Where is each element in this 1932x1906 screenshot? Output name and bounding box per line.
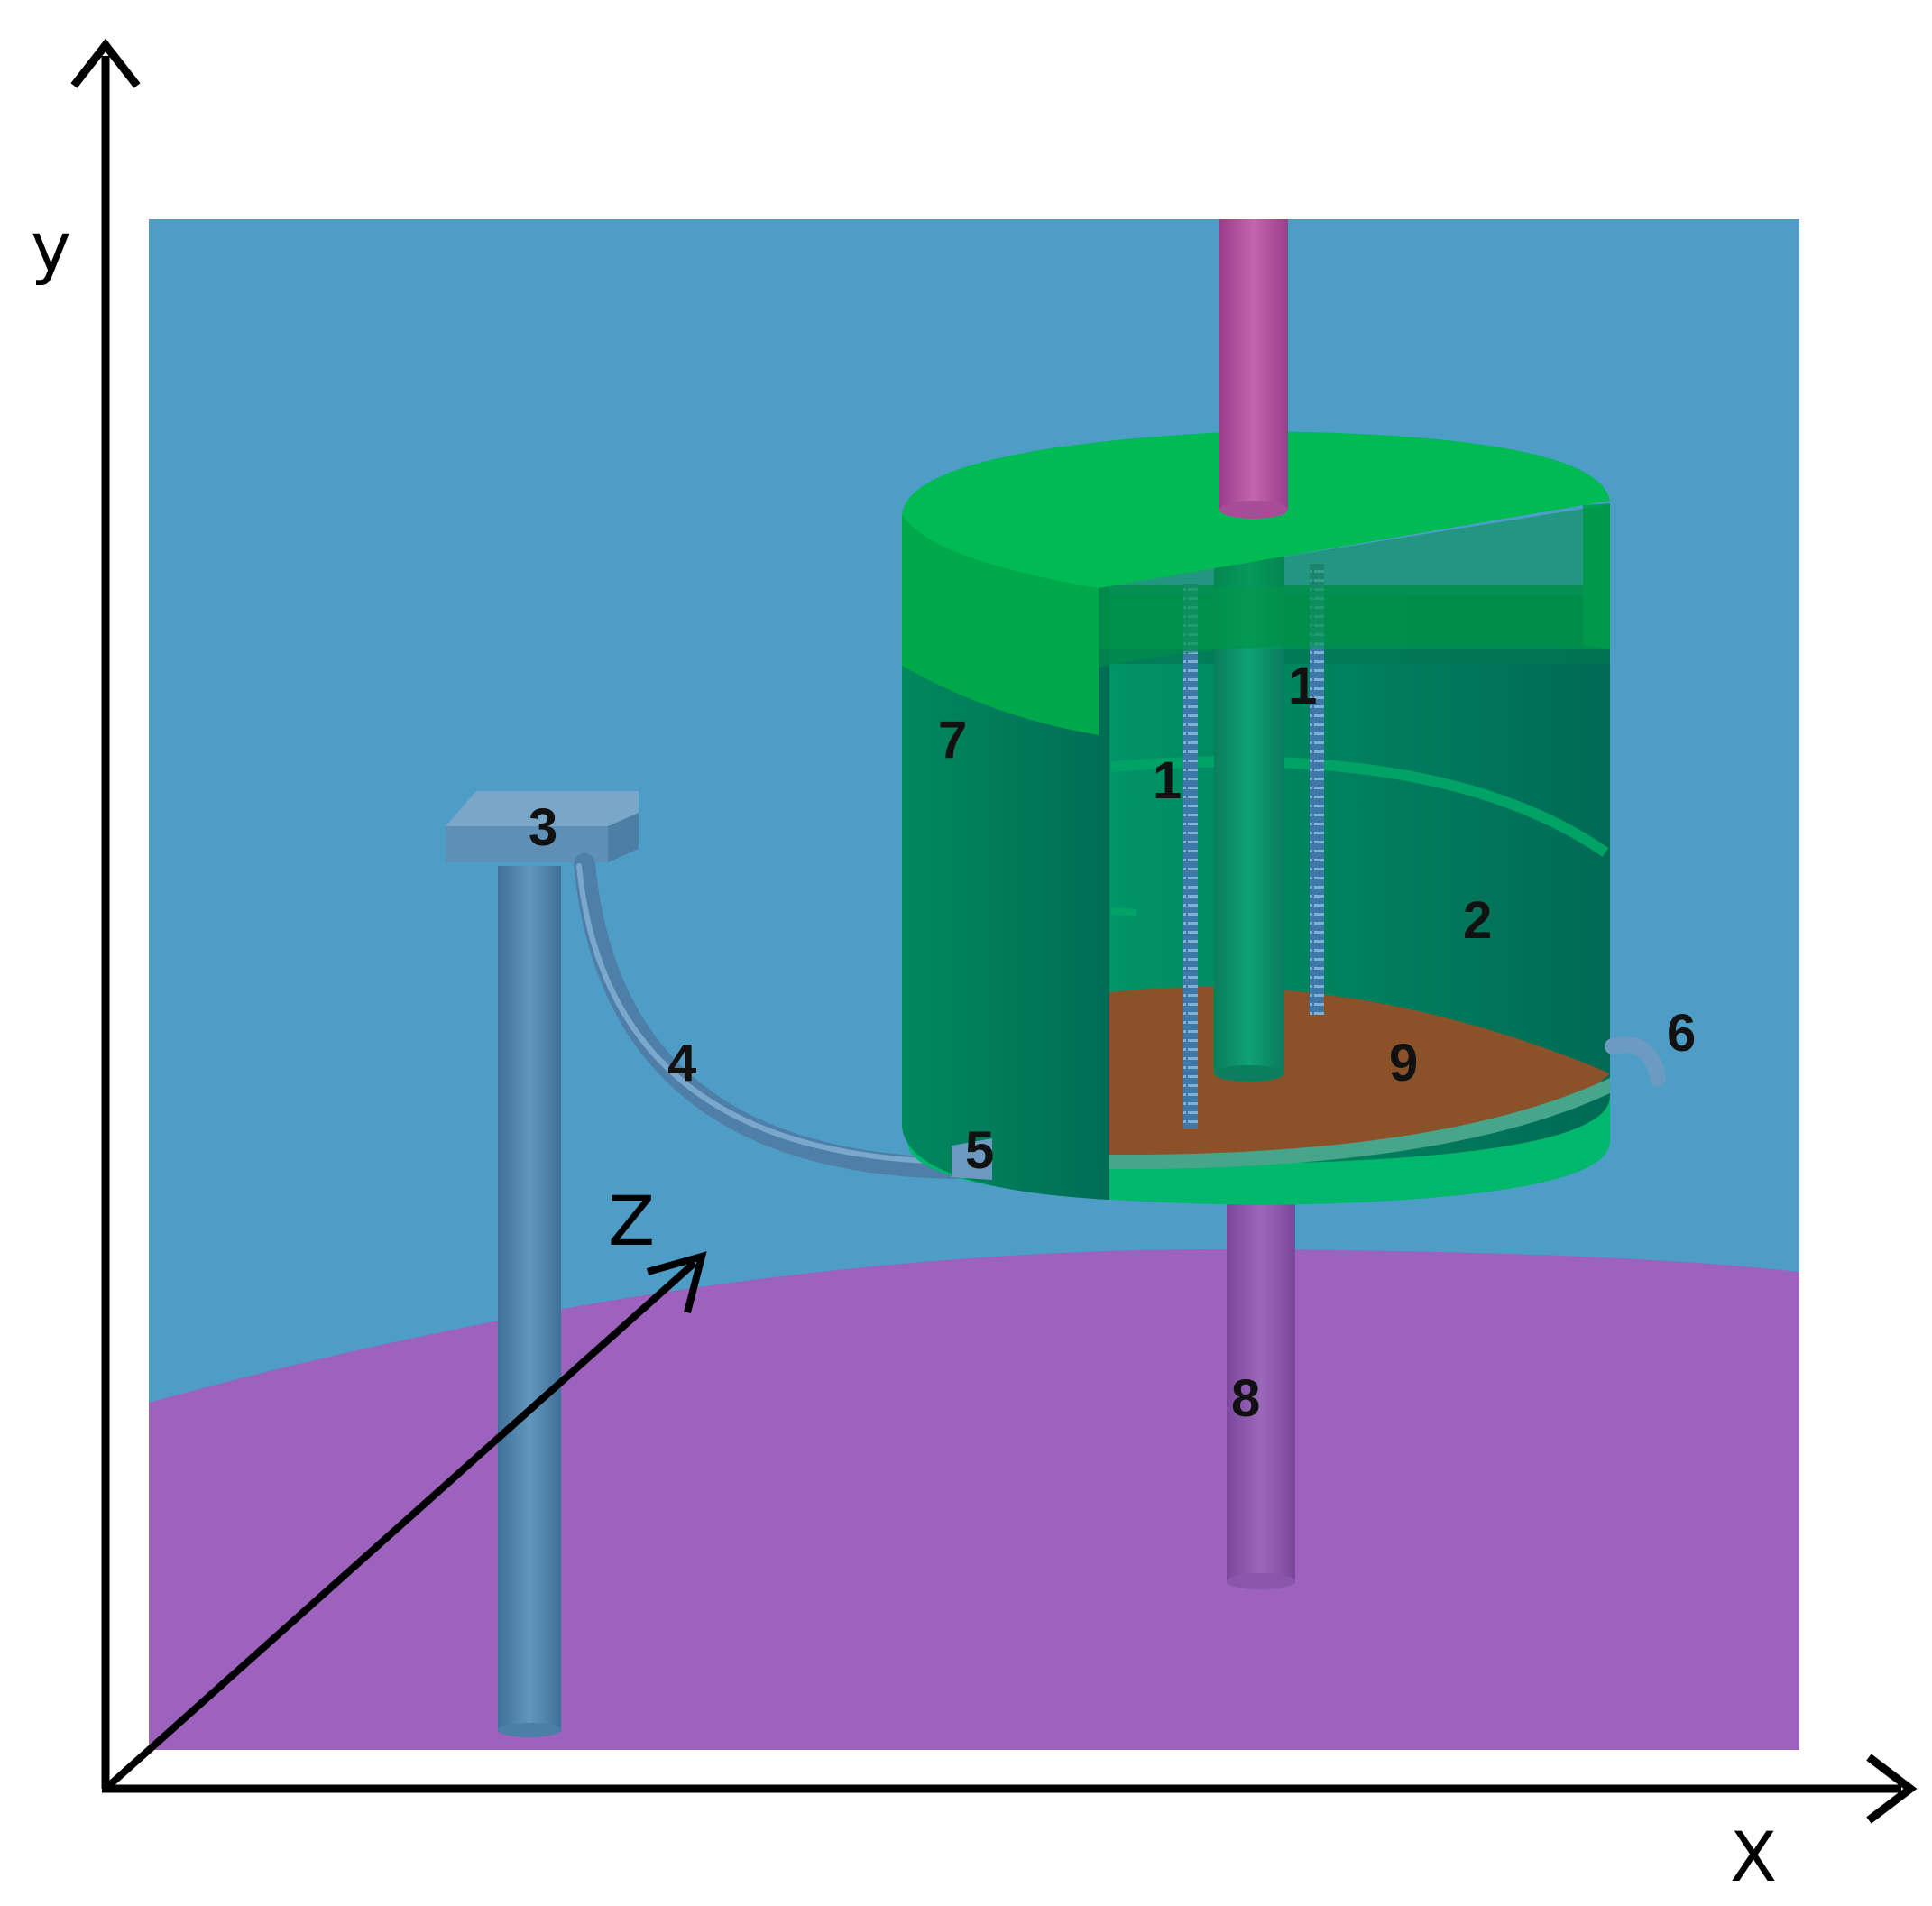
z-axis-label: Z (608, 1181, 655, 1261)
upper-shaft-base (1219, 501, 1288, 519)
y-axis-arrowhead (70, 38, 141, 88)
label-sensor-cap: 3 (529, 798, 557, 857)
lower-shaft-end (1227, 1573, 1295, 1589)
label-tube: 4 (667, 1034, 696, 1092)
label-outlet: 6 (1667, 1004, 1696, 1063)
label-vessel-wall: 7 (938, 711, 967, 769)
upper-shaft (1219, 219, 1288, 510)
y-axis-label: y (31, 207, 71, 287)
probe-cap-side (608, 813, 639, 862)
label-heater-right: 1 (1288, 657, 1317, 715)
label-heater-left: 1 (1153, 751, 1182, 810)
label-inlet: 5 (965, 1121, 994, 1180)
vessel-top-wall (902, 514, 1099, 735)
probe-rod-end (498, 1723, 561, 1737)
central-shaft-end (1214, 1065, 1284, 1082)
lower-shaft (1227, 1173, 1295, 1583)
baffle-ring (1110, 756, 1609, 857)
label-lower-shaft: 8 (1231, 1369, 1260, 1428)
inlet-nozzle (952, 1138, 992, 1180)
vessel-top-cut-edge (1099, 503, 1610, 668)
label-baffle: 2 (1463, 891, 1492, 950)
bottom-layer-rim (1109, 1078, 1610, 1170)
probe-rod (498, 866, 561, 1732)
baffle-tick (1110, 907, 1137, 916)
connecting-tube-highlight (576, 863, 957, 1165)
x-axis-label: X (1730, 1817, 1777, 1897)
floor-surface (149, 1248, 1799, 1750)
z-axis-arrowhead (646, 1251, 707, 1313)
z-axis (103, 1260, 697, 1791)
label-bottom-layer: 9 (1389, 1034, 1418, 1092)
outlet-nozzle (1605, 1036, 1666, 1086)
probe-cap-top (446, 791, 639, 826)
x-axis-arrowhead (1866, 1754, 1918, 1824)
heater-right (1310, 564, 1324, 1015)
heater-left (1183, 584, 1198, 1129)
